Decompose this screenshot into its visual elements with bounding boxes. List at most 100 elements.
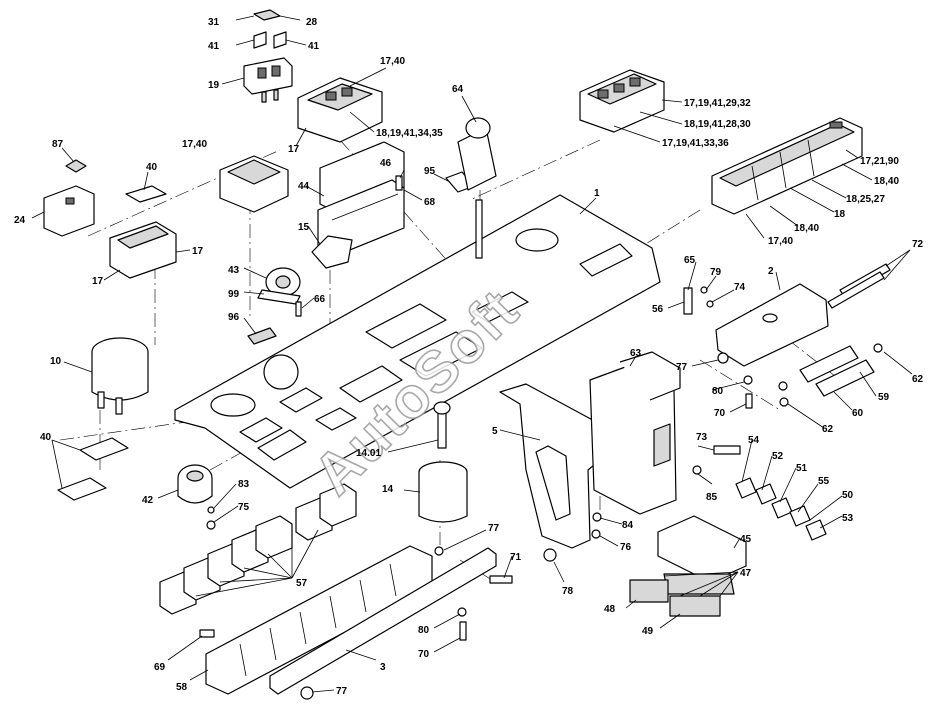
callout-77-mid: 77 xyxy=(676,362,688,373)
bracket-5 xyxy=(499,383,601,549)
callout-18-19-41-34-35: 18,19,41,34,35 xyxy=(376,128,443,139)
callout-3: 3 xyxy=(380,662,386,673)
callout-87: 87 xyxy=(52,139,64,150)
callout-17-19-41-33-36: 17,19,41,33,36 xyxy=(662,138,729,149)
callout-73: 73 xyxy=(696,432,708,443)
callout-51: 51 xyxy=(796,463,808,474)
callout-17-40-left: 17,40 xyxy=(182,139,207,150)
callout-2: 2 xyxy=(768,266,774,277)
callout-14-01: 14.01 xyxy=(356,448,381,459)
callout-57: 57 xyxy=(296,578,308,589)
callout-42: 42 xyxy=(142,495,154,506)
module-63 xyxy=(589,351,681,515)
callout-18-40-upper: 18,40 xyxy=(874,176,899,187)
callout-77-center: 77 xyxy=(488,523,500,534)
gauge-10 xyxy=(91,337,149,415)
callout-84: 84 xyxy=(622,520,634,531)
callout-17-top: 17 xyxy=(288,144,300,155)
callout-59: 59 xyxy=(878,392,890,403)
callout-62-right: 62 xyxy=(912,374,924,385)
callout-41-left: 41 xyxy=(208,41,220,52)
callout-54: 54 xyxy=(748,435,760,446)
bezels-lower-left xyxy=(57,437,129,501)
callout-28: 28 xyxy=(306,17,318,28)
callout-79: 79 xyxy=(710,267,722,278)
relay-cluster-57 xyxy=(159,483,357,615)
callout-1: 1 xyxy=(594,188,600,199)
rocker-switch-block-top xyxy=(297,77,383,143)
callout-60: 60 xyxy=(852,408,864,419)
callout-55: 55 xyxy=(818,476,830,487)
hardware xyxy=(199,286,883,700)
callout-5: 5 xyxy=(492,426,498,437)
callout-43: 43 xyxy=(228,265,240,276)
callout-17-right-of-block: 17 xyxy=(192,246,204,257)
callout-17-21-90: 17,21,90 xyxy=(860,156,899,167)
callout-17-left-block: 17 xyxy=(92,276,104,287)
callout-68: 68 xyxy=(424,197,436,208)
callout-50: 50 xyxy=(842,490,854,501)
dashboard-panel xyxy=(174,194,661,489)
callout-14: 14 xyxy=(382,484,394,495)
callout-18-40-lower: 18,40 xyxy=(794,223,819,234)
callout-18-25-27: 18,25,27 xyxy=(846,194,885,205)
warning-switch xyxy=(43,159,95,237)
callout-52: 52 xyxy=(772,451,784,462)
callout-17-19-41-29-32: 17,19,41,29,32 xyxy=(684,98,751,109)
callout-40-upper: 40 xyxy=(146,162,158,173)
callout-44: 44 xyxy=(298,181,310,192)
fuse-holder-group xyxy=(629,477,827,617)
callout-65: 65 xyxy=(684,255,696,266)
connector-42 xyxy=(177,464,213,504)
callout-85: 85 xyxy=(706,492,718,503)
callout-58: 58 xyxy=(176,682,188,693)
callout-labels: 31 28 41 41 19 17,40 18,19,41,34,35 17 6… xyxy=(14,17,924,697)
callout-47: 47 xyxy=(740,568,752,579)
callout-17-40-right: 17,40 xyxy=(768,236,793,247)
callout-40-lower: 40 xyxy=(40,432,52,443)
callout-10: 10 xyxy=(50,356,62,367)
callout-74: 74 xyxy=(734,282,746,293)
rotary-switch-group xyxy=(247,267,302,390)
callout-18: 18 xyxy=(834,209,846,220)
callout-64: 64 xyxy=(452,84,464,95)
callout-31: 31 xyxy=(208,17,220,28)
callout-56: 56 xyxy=(652,304,664,315)
callout-96: 96 xyxy=(228,312,240,323)
leader-lines xyxy=(31,15,913,693)
callout-80-mid: 80 xyxy=(712,386,724,397)
callout-69: 69 xyxy=(154,662,166,673)
bezel-and-blocks-left xyxy=(109,185,177,279)
callout-24: 24 xyxy=(14,215,26,226)
callout-70-lower: 70 xyxy=(418,649,430,660)
callout-99: 99 xyxy=(228,289,240,300)
callout-71: 71 xyxy=(510,552,522,563)
callout-95: 95 xyxy=(424,166,436,177)
switch-group-right-upper xyxy=(579,69,665,133)
callout-78: 78 xyxy=(562,586,574,597)
callout-19: 19 xyxy=(208,80,220,91)
callout-49: 49 xyxy=(642,626,654,637)
callout-76: 76 xyxy=(620,542,632,553)
switch-cap-stack xyxy=(243,9,293,103)
callout-15: 15 xyxy=(298,222,310,233)
callout-62-lower: 62 xyxy=(822,424,834,435)
callout-72: 72 xyxy=(912,239,924,250)
callout-70-mid: 70 xyxy=(714,408,726,419)
callout-75: 75 xyxy=(238,502,250,513)
connector-strip-center xyxy=(311,117,497,269)
switch-row-right-lower xyxy=(711,117,863,215)
callout-17-40-top: 17,40 xyxy=(380,56,405,67)
callout-53: 53 xyxy=(842,513,854,524)
callout-41-right: 41 xyxy=(308,41,320,52)
callout-63: 63 xyxy=(630,348,642,359)
bracket-2-resistors xyxy=(715,263,891,397)
callout-83: 83 xyxy=(238,479,250,490)
callout-45: 45 xyxy=(740,534,752,545)
switch-block-left xyxy=(219,155,289,213)
callout-46: 46 xyxy=(380,158,392,169)
callout-77-bottom: 77 xyxy=(336,686,348,697)
ignition-switch-14 xyxy=(418,401,468,523)
callout-18-19-41-28-30: 18,19,41,28,30 xyxy=(684,119,751,130)
